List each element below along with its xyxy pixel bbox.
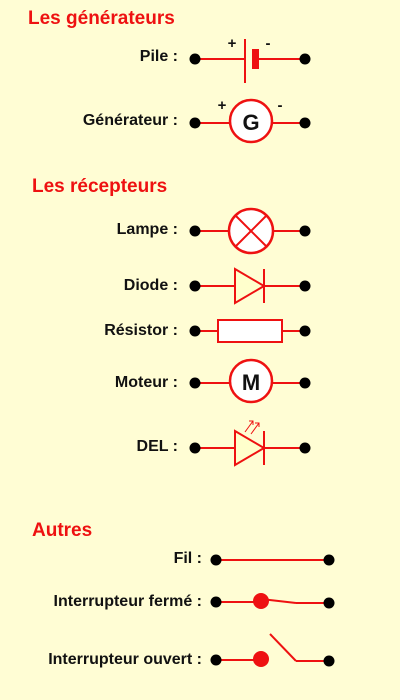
generateur-plus-sign: + bbox=[218, 97, 227, 114]
interrupteur-ouvert-symbol bbox=[216, 633, 329, 667]
generateur-symbol: G + - bbox=[195, 97, 305, 144]
terminal-dot bbox=[210, 654, 222, 666]
terminal-dot bbox=[189, 117, 201, 129]
terminal-dot bbox=[323, 655, 335, 667]
terminal-dot bbox=[189, 442, 201, 454]
terminal-dot bbox=[299, 53, 311, 65]
terminal-dot bbox=[299, 442, 311, 454]
terminal-dot bbox=[299, 280, 311, 292]
label-fil: Fil : bbox=[173, 550, 202, 567]
pile-plus-sign: + bbox=[228, 35, 237, 52]
terminal-dot bbox=[299, 117, 311, 129]
section-title-recepteurs: Les récepteurs bbox=[32, 176, 168, 197]
label-del: DEL : bbox=[136, 438, 178, 455]
label-resistor: Résistor : bbox=[104, 322, 178, 339]
terminal-dot bbox=[189, 280, 201, 292]
section-title-autres: Autres bbox=[32, 520, 93, 541]
interrupteur-ferme-symbol bbox=[216, 593, 329, 609]
terminal-dot bbox=[299, 377, 311, 389]
label-moteur: Moteur : bbox=[114, 374, 178, 391]
label-lampe: Lampe : bbox=[116, 221, 178, 238]
pile-symbol: + - bbox=[195, 35, 305, 83]
generateur-minus-sign: - bbox=[278, 97, 283, 114]
terminal-dot bbox=[189, 325, 201, 337]
terminal-dot bbox=[189, 53, 201, 65]
terminal-dot bbox=[210, 596, 222, 608]
label-diode: Diode : bbox=[123, 277, 178, 294]
terminal-dot bbox=[210, 554, 222, 566]
label-interrupteur-ferme: Interrupteur fermé : bbox=[53, 593, 202, 610]
generateur-letter: G bbox=[242, 110, 259, 135]
del-symbol bbox=[195, 420, 305, 467]
terminal-dot bbox=[323, 554, 335, 566]
pile-minus-sign: - bbox=[266, 35, 271, 52]
label-pile: Pile : bbox=[139, 48, 178, 65]
lampe-symbol bbox=[195, 207, 305, 255]
label-generateur: Générateur : bbox=[82, 112, 178, 129]
del-light-arrows bbox=[244, 420, 260, 435]
terminal-dot bbox=[189, 377, 201, 389]
moteur-letter: M bbox=[242, 370, 260, 395]
terminal-dot bbox=[299, 325, 311, 337]
terminal-dot bbox=[323, 597, 335, 609]
resistor-symbol bbox=[195, 319, 305, 343]
moteur-symbol: M bbox=[195, 358, 305, 404]
section-title-generateurs: Les générateurs bbox=[28, 8, 175, 29]
diode-symbol bbox=[195, 267, 305, 305]
label-interrupteur-ouvert: Interrupteur ouvert : bbox=[48, 651, 202, 668]
terminal-dot bbox=[299, 225, 311, 237]
terminal-dot bbox=[189, 225, 201, 237]
